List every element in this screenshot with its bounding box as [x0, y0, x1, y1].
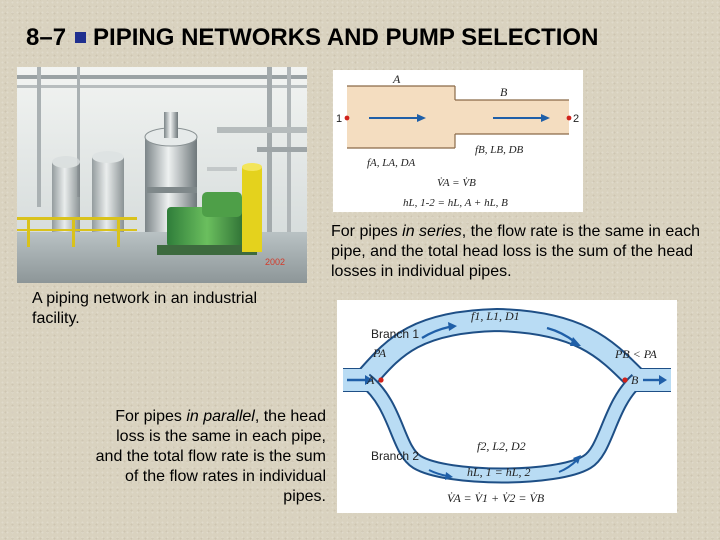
- photo-caption: A piping network in an industrial facili…: [32, 289, 262, 329]
- industrial-facility-photo: 2002: [17, 67, 307, 283]
- title-bullet-icon: [75, 32, 86, 43]
- junction-b-label: B: [631, 373, 639, 387]
- branch-1-label: Branch 1: [371, 327, 419, 341]
- facility-illustration: 2002: [17, 67, 307, 283]
- parallel-caption-emphasis: in parallel: [186, 408, 254, 425]
- series-point-2: 2: [573, 113, 579, 125]
- parallel-pipes-figure: Branch 1 PA f1, L1, D1 PB < PA A B Branc…: [337, 300, 677, 513]
- series-props-b: fB, LB, DB: [475, 144, 524, 156]
- series-pipes-diagram: A B 1 2 fA, LA, DA fB, LB, DB V̇A = V̇B …: [333, 70, 583, 212]
- photo-stamp: 2002: [265, 257, 285, 267]
- series-caption: For pipes in series, the flow rate is th…: [331, 222, 701, 282]
- series-caption-before: For pipes: [331, 223, 402, 240]
- parallel-caption-before: For pipes: [115, 408, 186, 425]
- title-text: PIPING NETWORKS AND PUMP SELECTION: [93, 24, 598, 51]
- point-1-marker: [345, 116, 350, 121]
- parallel-eq-flow: V̇A = V̇1 + V̇2 = V̇B: [447, 491, 545, 505]
- branch-2-props: f2, L2, D2: [477, 439, 526, 453]
- parallel-pipes-diagram: Branch 1 PA f1, L1, D1 PB < PA A B Branc…: [337, 300, 677, 513]
- series-label-b: B: [500, 85, 508, 99]
- series-eq-flow: V̇A = V̇B: [437, 177, 476, 189]
- series-point-1: 1: [336, 113, 342, 125]
- point-a-marker: [378, 377, 383, 382]
- series-props-a: fA, LA, DA: [367, 157, 416, 169]
- pressure-compare: PB < PA: [614, 347, 658, 361]
- series-pipes-figure: A B 1 2 fA, LA, DA fB, LB, DB V̇A = V̇B …: [333, 70, 583, 212]
- slide-title: 8–7 PIPING NETWORKS AND PUMP SELECTION: [26, 24, 598, 52]
- parallel-caption: For pipes in parallel, the head loss is …: [92, 407, 326, 507]
- section-number: 8–7: [26, 24, 66, 51]
- pressure-a-label: PA: [372, 346, 387, 360]
- point-b-marker: [622, 377, 627, 382]
- branch-1-props: f1, L1, D1: [471, 309, 520, 323]
- series-eq-head: hL, 1-2 = hL, A + hL, B: [403, 197, 508, 209]
- junction-a-label: A: [366, 373, 375, 387]
- series-caption-emphasis: in series: [402, 223, 462, 240]
- point-2-marker: [567, 116, 572, 121]
- parallel-eq-head: hL, 1 = hL, 2: [467, 465, 530, 479]
- series-label-a: A: [392, 72, 401, 86]
- branch-2-label: Branch 2: [371, 449, 419, 463]
